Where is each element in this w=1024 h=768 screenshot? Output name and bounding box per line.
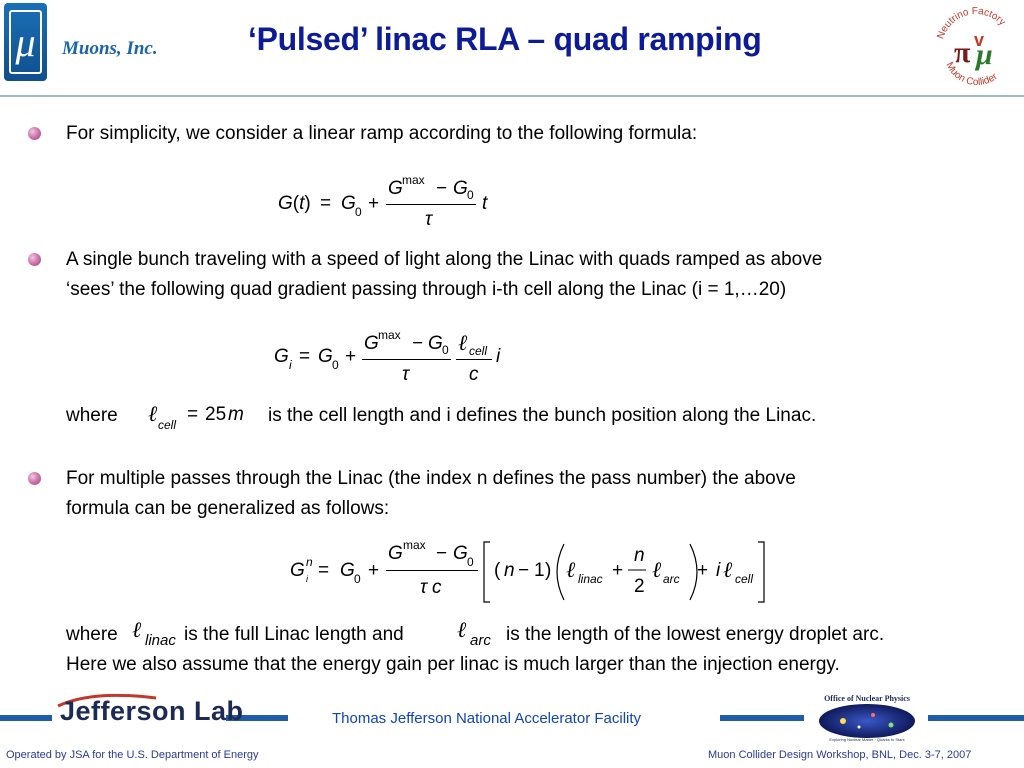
svg-text:Neutrino Factory: Neutrino Factory [935, 6, 1007, 41]
nf-logo-top-text: Neutrino Factory [935, 6, 1007, 41]
bullet-2-line-1: A single bunch traveling with a speed of… [66, 249, 823, 270]
footer-bar-mid [226, 715, 288, 721]
facility-name: Thomas Jefferson National Accelerator Fa… [332, 710, 642, 727]
company-name: Muons, Inc. [62, 38, 158, 59]
where-label-1: where [66, 405, 118, 426]
office-nuclear-physics-logo: Office of Nuclear Physics Exploring Nucl… [819, 694, 915, 742]
jefferson-lab-swoosh-icon [57, 693, 157, 708]
where-text-1: is the cell length and i defines the bun… [268, 405, 817, 426]
where-text-3: is the length of the lowest energy dropl… [506, 624, 885, 645]
bullet-1-line-1: For simplicity, we consider a linear ram… [66, 123, 698, 144]
bullet-icon [28, 127, 41, 140]
svg-text:π: π [954, 36, 971, 69]
where-text-2: is the full Linac length and [184, 624, 404, 645]
header-divider [0, 95, 1024, 97]
where-label-2: where [66, 624, 118, 645]
bullet-2-line-2: ‘sees’ the following quad gradient passi… [66, 279, 787, 300]
footer-bar-far-right [928, 715, 1024, 721]
svg-text:μ: μ [974, 38, 993, 71]
footer-workshop: Muon Collider Design Workshop, BNL, Dec.… [708, 749, 972, 761]
onp-logo-top-text: Office of Nuclear Physics [824, 694, 910, 703]
bullet-3-line-2: formula can be generalized as follows: [66, 498, 390, 519]
jefferson-lab-logo: Jefferson Lab [60, 696, 244, 726]
footer-bar-left [0, 715, 52, 721]
neutrino-factory-logo: Neutrino Factory Muon Collider π μ v [935, 6, 1007, 88]
onp-logo-bottom-text: Exploring Nuclear Matter · Quarks to Sta… [829, 737, 904, 742]
svg-text:v: v [974, 30, 984, 50]
assume-line: Here we also assume that the energy gain… [66, 654, 840, 675]
bullet-3-line-1: For multiple passes through the Linac (t… [66, 468, 796, 489]
mu-symbol: μ [9, 10, 42, 74]
slide-title: ‘Pulsed’ linac RLA – quad ramping [248, 21, 762, 57]
footer-bar-right [720, 715, 804, 721]
bullet-icon [28, 472, 41, 485]
footer-operated-by: Operated by JSA for the U.S. Department … [6, 749, 259, 761]
bullet-icon [28, 253, 41, 266]
muons-logo: μ [4, 3, 47, 81]
